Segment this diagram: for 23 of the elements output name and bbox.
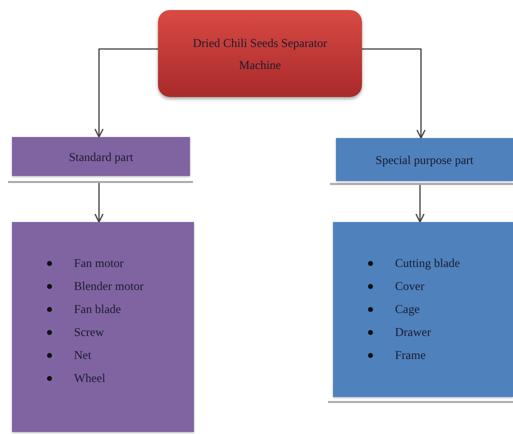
list-item: Blender motor bbox=[47, 275, 144, 298]
list-item: Fan blade bbox=[47, 298, 121, 321]
category-label: Special purpose part bbox=[376, 152, 474, 168]
list-item: Cage bbox=[368, 298, 420, 321]
parts-list-box bbox=[12, 222, 194, 432]
list-item: Cutting blade bbox=[368, 252, 460, 275]
arrow bbox=[94, 48, 158, 138]
list-item: Screw bbox=[47, 321, 104, 344]
category-box bbox=[12, 137, 190, 176]
list-item: Fan motor bbox=[47, 252, 124, 275]
list-item: Cover bbox=[368, 275, 424, 298]
list-item: Net bbox=[47, 344, 92, 367]
list-item: Drawer bbox=[368, 321, 431, 344]
root-box bbox=[158, 10, 362, 97]
arrow bbox=[362, 48, 426, 139]
category-label: Standard part bbox=[68, 148, 134, 166]
list-item: Frame bbox=[368, 344, 426, 367]
category-box bbox=[336, 138, 513, 181]
arrow bbox=[415, 185, 425, 223]
parts-list-box bbox=[333, 222, 513, 397]
list-item: Wheel bbox=[47, 367, 106, 390]
title-label: Dried Chili Seeds Separator Machine bbox=[192, 34, 328, 74]
arrow bbox=[94, 183, 104, 223]
